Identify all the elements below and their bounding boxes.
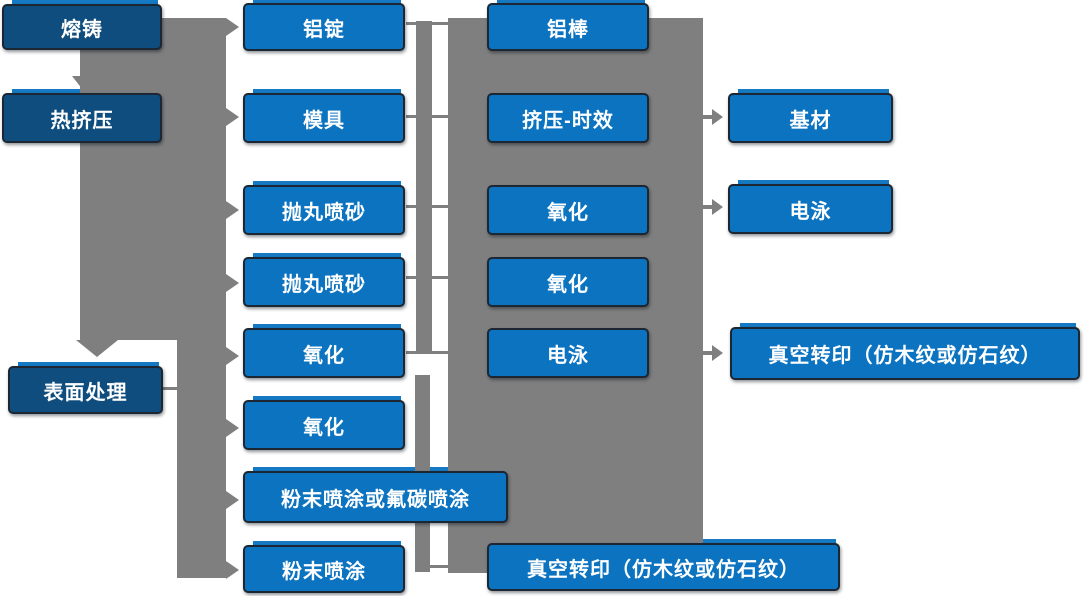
flow-node-base-material: 基材: [728, 89, 893, 143]
flow-arrow-right-5: [226, 347, 239, 365]
flow-node-label: 热挤压: [50, 109, 114, 132]
flow-arrow-right-8: [226, 561, 239, 579]
flow-node-label: 氧化: [547, 273, 589, 296]
flow-node-oxidation-2: 氧化: [243, 396, 405, 450]
flow-node-label: 熔铸: [61, 18, 103, 41]
flow-arrow-right-7: [226, 491, 239, 509]
connector-link-row-3: [406, 205, 448, 208]
flow-node-melting-casting: 熔铸: [2, 0, 162, 50]
flow-node-label: 真空转印（仿木纹或仿石纹）: [768, 345, 1042, 367]
connector-surface-treatment-link: [162, 387, 178, 390]
flow-node-label: 电泳: [789, 200, 832, 223]
flow-node-label: 粉末喷涂或氟碳喷涂: [281, 488, 470, 511]
flow-arrow-head-1: [712, 109, 723, 125]
flow-node-oxidation-4: 氧化: [487, 253, 649, 307]
connector-link-row-5: [406, 351, 448, 354]
connector-left-rail-lower: [177, 338, 226, 578]
flow-node-powder-coating: 粉末喷涂: [243, 541, 405, 593]
flow-node-label: 铝锭: [303, 18, 345, 41]
flow-node-label: 挤压-时效: [522, 109, 614, 132]
flow-arrow-right-4: [226, 274, 239, 292]
flow-node-shot-blasting-1: 抛丸喷砂: [243, 181, 405, 235]
flow-node-label: 氧化: [303, 344, 345, 367]
flow-node-label: 抛丸喷砂: [282, 201, 366, 224]
flow-arrow-right-2: [226, 108, 239, 126]
flow-arrow-stem-3: [701, 351, 712, 355]
flow-node-label: 基材: [789, 109, 832, 132]
flow-node-label: 抛丸喷砂: [282, 273, 366, 296]
flow-node-aluminum-rod: 铝棒: [487, 0, 649, 51]
flow-node-label: 铝棒: [547, 18, 589, 41]
flow-node-electrophoresis-1: 电泳: [487, 324, 649, 378]
flow-node-label: 电泳: [547, 344, 589, 367]
flow-node-label: 粉末喷涂: [282, 560, 366, 583]
flow-arrow-right-3: [226, 201, 239, 219]
flow-arrow-head-3: [712, 345, 723, 361]
flow-arrow-stem-2: [701, 205, 712, 209]
flow-node-label: 模具: [303, 109, 345, 132]
connector-left-band: [80, 18, 226, 340]
flow-arrow-right-6: [226, 419, 239, 437]
flow-node-hot-extrusion: 热挤压: [2, 89, 162, 143]
flow-node-surface-treatment: 表面处理: [8, 362, 163, 414]
flow-node-shot-blasting-2: 抛丸喷砂: [243, 253, 405, 307]
flow-arrow-right-1: [226, 18, 239, 36]
flow-arrow-down-to-surface-treatment: [76, 340, 118, 357]
flow-node-label: 氧化: [303, 416, 345, 439]
flow-node-vacuum-transfer-1: 真空转印（仿木纹或仿石纹）: [487, 539, 840, 591]
flow-node-label: 氧化: [547, 201, 589, 224]
flow-node-label: 真空转印（仿木纹或仿石纹）: [527, 558, 800, 581]
flow-node-oxidation-3: 氧化: [487, 181, 649, 235]
flow-node-vacuum-transfer-2: 真空转印（仿木纹或仿石纹）: [730, 323, 1080, 380]
flow-arrow-stem-1: [701, 115, 712, 119]
flow-arrow-down-to-hot-extrusion: [72, 76, 94, 90]
connector-link-row-4: [406, 276, 448, 279]
flow-node-mold: 模具: [243, 89, 405, 143]
flow-arrow-head-2: [712, 199, 723, 215]
flow-node-extrusion-aging: 挤压-时效: [487, 89, 649, 143]
connector-mid-band-upper: [416, 21, 432, 354]
flow-node-oxidation-1: 氧化: [243, 324, 405, 378]
flow-node-label: 表面处理: [43, 381, 128, 404]
connector-link-row-bottom: [429, 565, 448, 568]
connector-link-row-2: [406, 115, 448, 118]
flow-node-electrophoresis-2: 电泳: [728, 180, 893, 234]
flow-node-aluminum-ingot: 铝锭: [243, 0, 405, 51]
connector-link-row-1: [406, 22, 448, 25]
flow-node-powder-or-fluorocarbon-coating: 粉末喷涂或氟碳喷涂: [243, 467, 508, 523]
